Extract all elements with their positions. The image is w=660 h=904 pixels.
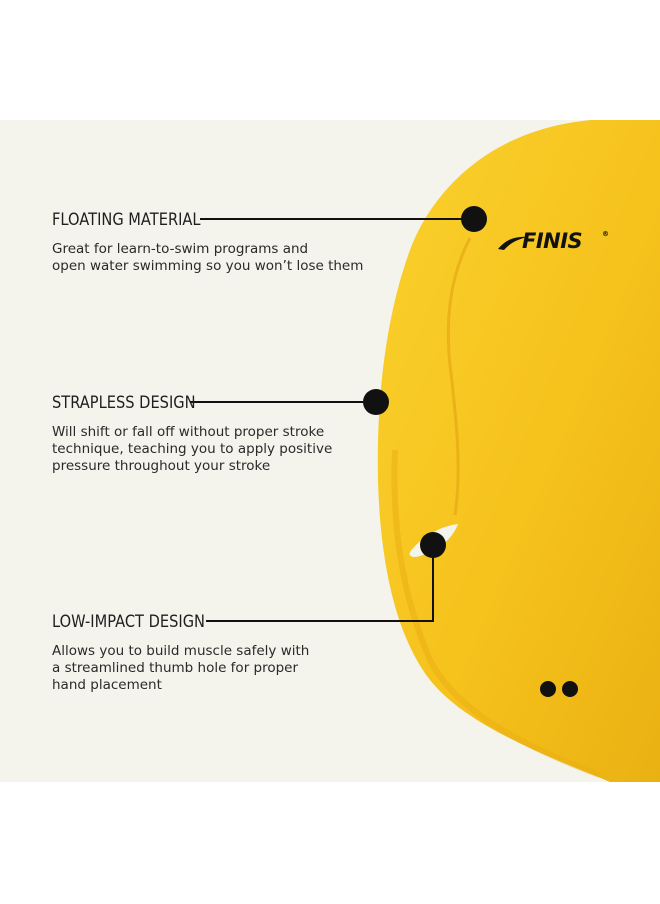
vent-hole-left-icon <box>540 681 556 697</box>
finis-swoosh-icon <box>498 236 528 250</box>
strapless-design-marker-icon <box>363 389 389 415</box>
feature-description: Allows you to build muscle safely with a… <box>52 643 310 693</box>
product-feature-panel: FINIS ® FLOATING MATERIAL Great for lear… <box>0 120 660 782</box>
paddle-ridge <box>446 237 472 516</box>
hand-paddle <box>377 120 660 782</box>
feature-description: Will shift or fall off without proper st… <box>52 424 333 474</box>
feature-floating-material: FLOATING MATERIAL Great for learn-to-swi… <box>52 209 372 275</box>
low-impact-design-callout-line <box>206 545 434 622</box>
feature-description: Great for learn-to-swim programs and ope… <box>52 241 364 274</box>
feature-title: FLOATING MATERIAL <box>52 210 201 230</box>
low-impact-design-marker-icon <box>420 532 446 558</box>
brand-name: FINIS <box>522 229 583 253</box>
registered-mark: ® <box>602 230 609 238</box>
floating-material-marker-icon <box>461 206 487 232</box>
feature-strapless-design: STRAPLESS DESIGN Will shift or fall off … <box>52 392 372 475</box>
hand-paddle-illustration <box>190 120 660 782</box>
paddle-edge-shade <box>391 449 602 778</box>
vent-hole-right-icon <box>562 681 578 697</box>
feature-low-impact-design: LOW-IMPACT DESIGN Allows you to build mu… <box>52 611 372 694</box>
feature-title: STRAPLESS DESIGN <box>52 393 196 413</box>
feature-title: LOW-IMPACT DESIGN <box>52 612 205 632</box>
